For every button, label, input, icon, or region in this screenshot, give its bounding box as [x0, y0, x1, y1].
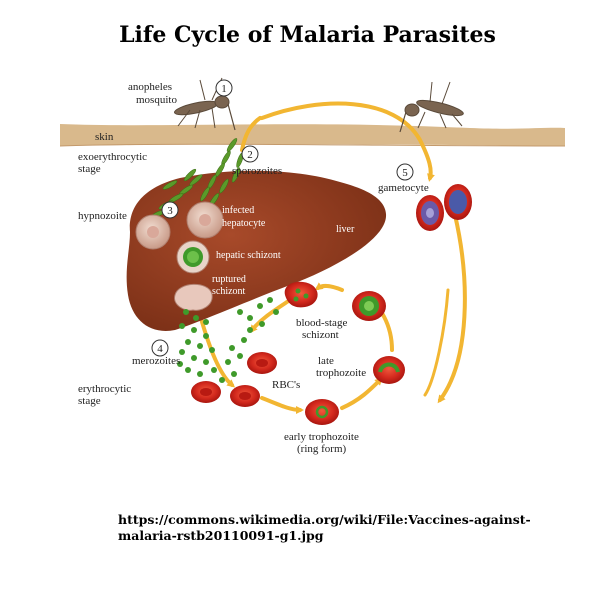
skin-layer: [59, 124, 566, 147]
sporozoite: [200, 186, 210, 202]
step-5-marker: [396, 163, 414, 181]
label-late-2: trophozoite: [316, 367, 366, 379]
merozoite: [179, 323, 185, 329]
merozoite: [247, 327, 253, 333]
merozoite: [203, 319, 209, 325]
merozoite: [241, 337, 247, 343]
label-mosquito-2: mosquito: [136, 94, 177, 106]
label-rbcs: RBC's: [272, 379, 300, 391]
step-4-marker: [151, 339, 169, 357]
merozoite: [219, 377, 225, 383]
merozoite: [229, 345, 235, 351]
merozoite: [183, 309, 189, 315]
sporozoite: [219, 178, 229, 194]
sporozoite: [231, 167, 241, 183]
arrow-mosquito-to-gametocyte: [260, 101, 435, 182]
ruptured-schizont-cell: [174, 283, 213, 311]
mosquito-right-icon: [399, 81, 464, 133]
infected-hepatocyte-cell: [186, 201, 224, 239]
merozoite: [225, 359, 231, 365]
merozoite: [197, 343, 203, 349]
merozoite: [273, 309, 279, 315]
arrow-release-merozoites: [249, 298, 292, 334]
merozoite: [193, 315, 199, 321]
sporozoite: [162, 180, 178, 190]
gametocyte-cells: [416, 184, 472, 231]
merozoite: [247, 315, 253, 321]
label-infected-1: infected: [222, 205, 254, 216]
step-4-number: 4: [157, 343, 163, 355]
merozoite: [191, 327, 197, 333]
arrow-gametocyte-to-mosquito: [437, 213, 467, 404]
merozoite: [177, 361, 183, 367]
label-late-1: late: [318, 355, 334, 367]
merozoite: [203, 333, 209, 339]
label-ery-2: stage: [78, 395, 101, 407]
label-blood-schizont-1: blood-stage: [296, 317, 347, 329]
merozoite: [231, 371, 237, 377]
label-exo-2: stage: [78, 163, 101, 175]
mosquito-left-icon: [173, 77, 236, 131]
red-blood-cells: [191, 352, 277, 407]
label-gametocyte: gametocyte: [378, 182, 429, 194]
label-sporozoites: sporozoites: [232, 165, 282, 177]
label-mosquito-1: anopheles: [128, 81, 172, 93]
page-title: Life Cycle of Malaria Parasites: [119, 22, 496, 48]
label-exo-1: exoerythrocytic: [78, 151, 147, 163]
step-3-number: 3: [167, 205, 173, 217]
merozoite: [179, 349, 185, 355]
merozoite: [257, 303, 263, 309]
merozoite: [267, 297, 273, 303]
step-2-number: 2: [247, 149, 253, 161]
label-blood-schizont-2: schizont: [302, 329, 339, 341]
step-3-marker: [161, 201, 179, 219]
sporozoite: [183, 168, 197, 182]
label-merozoites: merozoites: [132, 355, 180, 367]
arrow-rbc-to-ring: [260, 396, 304, 414]
late-trophozoite-cell: [373, 356, 405, 384]
merozoite: [211, 367, 217, 373]
merozoite: [191, 355, 197, 361]
merozoite: [185, 339, 191, 345]
merozoite: [203, 359, 209, 365]
label-ery-1: erythrocytic: [78, 383, 131, 395]
merozoite: [185, 367, 191, 373]
hepatic-schizont-cell: [176, 240, 210, 274]
merozoites: [177, 297, 279, 383]
label-hypnozoite: hypnozoite: [78, 210, 127, 222]
hypnozoite-cell: [135, 214, 171, 250]
sporozoite: [221, 150, 231, 166]
arrow-mosquito-to-skin: [240, 116, 262, 152]
label-liver: liver: [336, 224, 355, 235]
arrow-ring-to-late: [340, 377, 383, 410]
step-2-marker: [241, 145, 259, 163]
early-trophozoite-cell: [305, 399, 339, 425]
label-early-2: (ring form): [297, 443, 347, 455]
merozoite: [237, 309, 243, 315]
bursting-schizont-cell: [284, 281, 318, 308]
arrow-merozoites-down: [198, 313, 236, 388]
merozoite: [197, 371, 203, 377]
label-ruptured-2: schizont: [212, 286, 246, 297]
label-hepatic-schizont: hepatic schizont: [216, 250, 281, 261]
arrow-schizont-to-blood: [314, 282, 344, 292]
arrow-late-to-gametocyte: [423, 288, 450, 397]
source-link[interactable]: https://commons.wikimedia.org/wiki/File:…: [118, 512, 531, 543]
label-ruptured-1: ruptured: [212, 274, 246, 285]
blood-stage-schizont-cell: [352, 291, 386, 321]
merozoite: [209, 347, 215, 353]
label-skin: skin: [95, 131, 114, 143]
malaria-life-cycle-diagram: 1 2 3 4 5 anopheles mosquito skin exoery…: [59, 77, 566, 455]
merozoite: [237, 353, 243, 359]
step-1-marker: [215, 79, 233, 97]
step-5-number: 5: [402, 167, 408, 179]
label-infected-2: hepatocyte: [222, 218, 266, 229]
step-markers: [151, 79, 414, 357]
step-1-number: 1: [221, 83, 227, 95]
label-early-1: early trophozoite: [284, 431, 359, 443]
sporozoite: [226, 138, 238, 152]
merozoite: [259, 321, 265, 327]
